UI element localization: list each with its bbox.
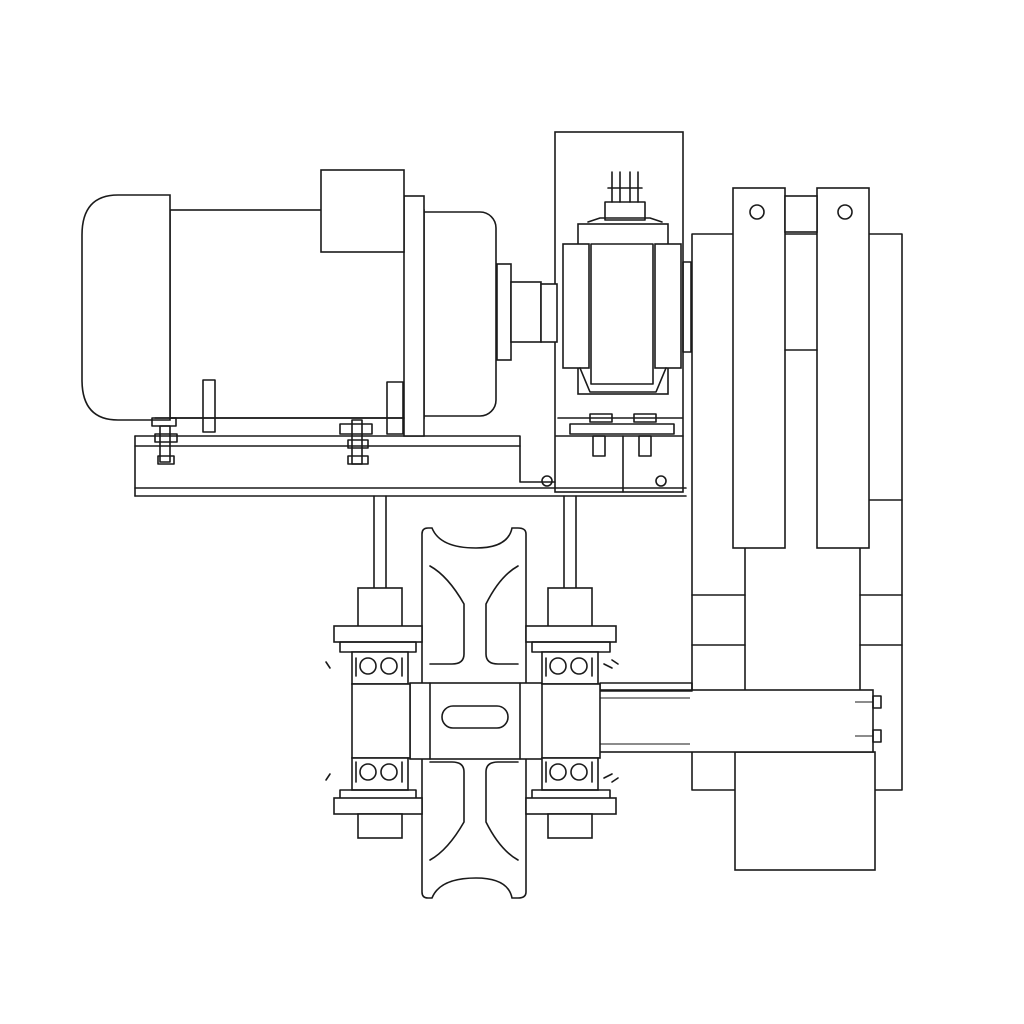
gearbox — [554, 131, 692, 493]
gearbox-terminal — [587, 171, 663, 223]
motor-bolt-right — [339, 419, 373, 465]
bearing-balls-lower-right — [545, 761, 593, 783]
grooved-pulley — [409, 527, 545, 899]
bearing-housing-right — [525, 587, 619, 839]
support-stand — [691, 187, 903, 871]
bearing-balls-lower-left — [355, 761, 403, 783]
upright-left — [732, 187, 786, 549]
bearing-balls-upper-left — [355, 657, 403, 677]
drive-shaft — [597, 682, 882, 753]
upright-right — [816, 187, 870, 549]
bearing-housing-left — [325, 587, 423, 839]
pulley-support-rods — [373, 495, 577, 589]
base-frame — [134, 435, 687, 497]
coupling — [496, 263, 558, 361]
motor-bolt-left — [151, 417, 178, 465]
electric-motor — [81, 169, 497, 465]
shaft-keyway — [441, 705, 509, 729]
bearing-balls-upper-right — [545, 657, 593, 677]
